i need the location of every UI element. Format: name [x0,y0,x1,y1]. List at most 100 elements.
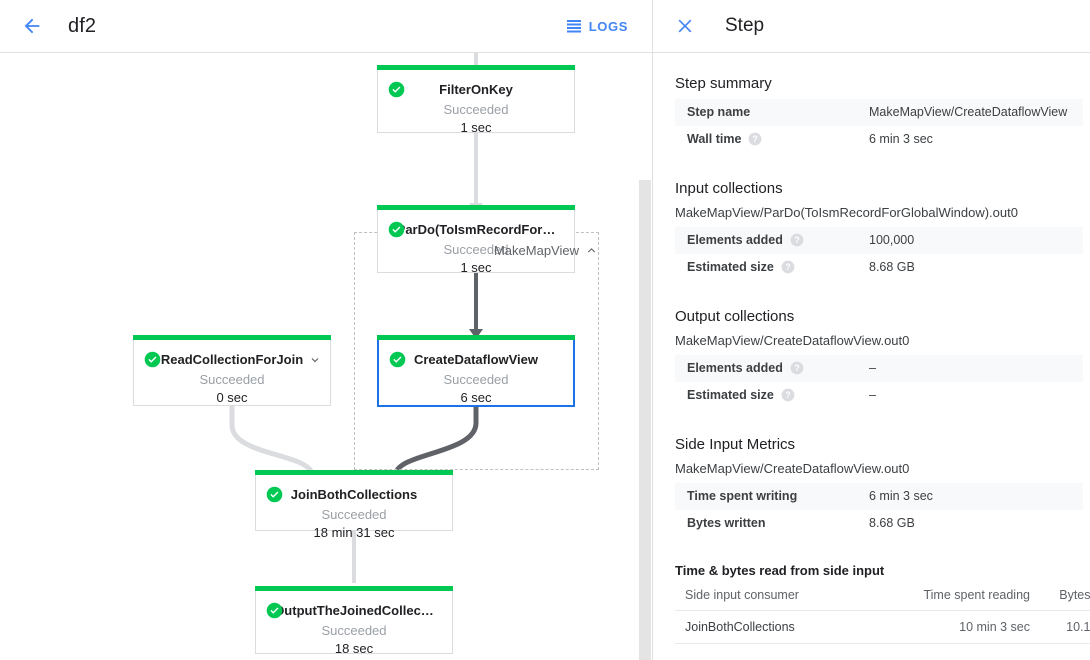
table-row: Elements added? 100,000 [675,227,1083,254]
row-key: Bytes written [687,516,766,530]
logs-button-label: LOGS [588,18,628,34]
column-header-bytes: Bytes read [1032,584,1090,611]
column-header-time: Time spent reading [900,584,1032,611]
row-key-text: Estimated size [687,388,774,402]
node-status-accent [377,65,575,70]
job-graph-canvas[interactable]: MakeMapView FilterOnKey Succeeded 1 sec [0,53,652,660]
row-value: – [869,388,876,402]
graph-scrollbar-thumb[interactable] [639,180,651,660]
svg-text:?: ? [785,390,790,400]
row-key-text: Elements added [687,233,783,247]
graph-vertical-scrollbar[interactable] [639,53,651,660]
node-status-accent [255,586,453,591]
step-panel-header: Step [653,0,1090,53]
node-title: FilterOnKey [439,82,513,97]
check-circle-icon [266,602,283,619]
row-value: 8.68 GB [869,260,915,274]
graph-node-filter-on-key[interactable]: FilterOnKey Succeeded 1 sec [377,65,575,135]
node-status-accent [377,335,575,340]
row-key-text: Wall time [687,132,742,146]
graph-node-create-dataflow-view[interactable]: CreateDataflowView Succeeded 6 sec [377,335,575,407]
graph-node-join-both-collections[interactable]: JoinBothCollections Succeeded 18 min 31 … [255,470,453,540]
back-button[interactable] [16,10,48,42]
arrow-back-icon [24,18,40,34]
check-circle-icon [389,351,406,368]
node-status: Succeeded [321,623,387,638]
row-value: 6 min 3 sec [869,489,933,503]
node-time: 18 min 31 sec [313,525,395,540]
close-panel-button[interactable] [671,12,699,40]
step-details-pane: Step Step summary Step name MakeMapView/… [653,0,1090,660]
help-circle-icon[interactable]: ? [781,388,795,402]
side-input-collection-name: MakeMapView/CreateDataflowView.out0 [675,461,910,476]
check-circle-icon [144,351,161,368]
svg-text:?: ? [794,235,799,245]
node-status: Succeeded [443,102,509,117]
row-value: 8.68 GB [869,516,915,530]
graph-node-read-collection-for-join[interactable]: ReadCollectionForJoin Succeeded 0 sec [133,335,331,406]
node-time: 6 sec [460,390,492,405]
job-graph-pane: df2 LOGS [0,0,653,660]
node-title: ReadCollectionForJoin [160,352,304,367]
output-collections-heading: Output collections [675,308,795,325]
row-key: Estimated size? [675,254,857,281]
side-input-reads-heading: Time & bytes read from side input [675,563,885,578]
output-collections-table: Elements added? – Estimated size? – [675,355,1083,409]
side-input-metrics-table: Time spent writing 6 min 3 sec Bytes wri… [675,483,1083,537]
composite-label-text: MakeMapView [493,243,579,258]
node-time: 1 sec [460,120,492,135]
node-title: JoinBothCollections [290,487,418,502]
row-key: Estimated size? [675,382,857,409]
input-collections-table: Elements added? 100,000 Estimated size? … [675,227,1083,281]
svg-text:?: ? [794,363,799,373]
table-row: JoinBothCollections 10 min 3 sec 10.14 G… [675,610,1090,644]
node-time: 1 sec [460,260,492,275]
row-key-text: Estimated size [687,260,774,274]
table-row: Time spent writing 6 min 3 sec [675,483,1083,510]
graph-node-output-the-joined-collection[interactable]: OutputTheJoinedCollec… Succeeded 18 sec [255,586,453,656]
row-key-text: Elements added [687,361,783,375]
top-toolbar: df2 LOGS [0,0,652,53]
chevron-up-icon [587,248,596,253]
node-status: Succeeded [199,372,265,387]
node-time: 0 sec [216,390,248,405]
step-panel-title: Step [725,15,765,36]
node-title: CreateDataflowView [413,352,539,367]
graph-edges [229,53,483,583]
node-time: 18 sec [334,641,374,656]
graph-node-pardo-to-ism-record[interactable]: ParDo(ToIsmRecordFor… Succeeded 1 sec [377,205,575,275]
cell-consumer: JoinBothCollections [675,610,900,644]
table-row: Bytes written 8.68 GB [675,510,1083,537]
chevron-down-icon[interactable] [309,354,321,366]
row-key: Elements added? [675,227,857,254]
node-status-accent [377,205,575,210]
check-circle-icon [266,486,283,503]
help-circle-icon[interactable]: ? [790,233,804,247]
cell-bytes: 10.14 GB [1032,610,1090,644]
composite-group-label-makemapview[interactable]: MakeMapView [494,243,598,258]
logs-button[interactable]: LOGS [558,12,636,40]
row-key: Wall time? [675,126,857,153]
input-collection-name: MakeMapView/ParDo(ToIsmRecordForGlobalWi… [675,205,1018,220]
help-circle-icon[interactable]: ? [790,361,804,375]
svg-text:?: ? [753,134,758,144]
table-row: Estimated size? 8.68 GB [675,254,1083,281]
input-collections-heading: Input collections [675,180,783,197]
help-circle-icon[interactable]: ? [748,132,762,146]
node-status-accent [255,470,453,475]
row-value: 6 min 3 sec [869,132,933,146]
node-status: Succeeded [443,242,509,257]
table-row: Estimated size? – [675,382,1083,409]
step-summary-table: Step name MakeMapView/CreateDataflowView… [675,99,1083,153]
table-row: Wall time? 6 min 3 sec [675,126,1083,153]
job-title: df2 [68,14,97,37]
node-status-accent [133,335,331,340]
side-input-metrics-heading: Side Input Metrics [675,436,796,453]
node-title: OutputTheJoinedCollec… [274,603,434,618]
output-collection-name: MakeMapView/CreateDataflowView.out0 [675,333,910,348]
row-value: 100,000 [869,233,915,247]
table-row: Elements added? – [675,355,1083,382]
node-status: Succeeded [443,372,509,387]
help-circle-icon[interactable]: ? [781,260,795,274]
